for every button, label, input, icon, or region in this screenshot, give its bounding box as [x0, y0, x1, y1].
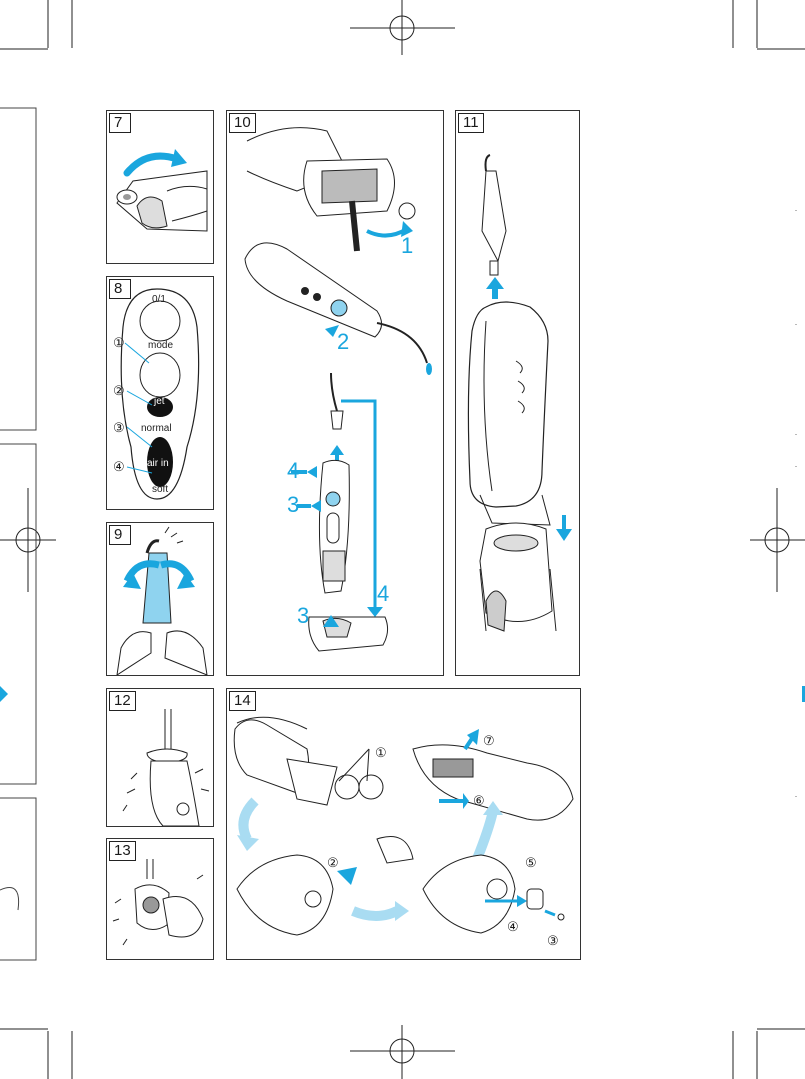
step-label-2: 2 — [337, 329, 349, 355]
soft-label: soft — [152, 484, 168, 495]
callout-5: ⑤ — [525, 855, 537, 871]
panel-13: 13 — [106, 838, 214, 960]
callout-2: ② — [113, 383, 125, 399]
callout-4: ④ — [113, 459, 125, 475]
mode-button-label: mode — [148, 340, 173, 351]
step-label-4-lower: 4 — [377, 581, 389, 607]
air-in-button-label: air in — [147, 458, 169, 469]
callout-3: ③ — [113, 420, 125, 436]
callout-4: ④ — [507, 919, 519, 935]
illustration-wash-device — [107, 839, 213, 959]
illustration-disassembly — [227, 689, 580, 959]
jet-button-label: jet — [154, 396, 165, 407]
panel-8: 8 0/1 mode jet normal air in soft ① ② ③ … — [106, 276, 214, 510]
svg-text:-: - — [795, 208, 797, 214]
callout-2: ② — [327, 855, 339, 871]
illustration-attach-nozzle — [107, 523, 213, 675]
callout-3: ③ — [547, 933, 559, 949]
callout-1: ① — [375, 745, 387, 761]
svg-text:-: - — [795, 794, 797, 800]
svg-text:-: - — [795, 322, 797, 328]
illustration-open-cap — [107, 111, 213, 263]
power-button-label: 0/1 — [152, 294, 166, 305]
illustration-rinse-nozzle — [107, 689, 213, 826]
illustration-tank-and-charger — [227, 111, 443, 675]
callout-1: ① — [113, 335, 125, 351]
panel-14: 14 ① ② ③ ④ — [226, 688, 581, 960]
svg-text:-: - — [795, 432, 797, 438]
illustration-storage-case — [456, 111, 579, 675]
step-label-3-lower: 3 — [297, 603, 309, 629]
panel-7: 7 — [106, 110, 214, 264]
panel-9: 9 — [106, 522, 214, 676]
svg-text:-: - — [795, 464, 797, 470]
callout-7: ⑦ — [483, 733, 495, 749]
normal-label: normal — [141, 423, 172, 434]
callout-6: ⑥ — [473, 793, 485, 809]
panel-12: 12 — [106, 688, 214, 827]
step-label-1: 1 — [401, 233, 413, 259]
step-label-3-upper: 3 — [287, 492, 299, 518]
step-label-4-upper: 4 — [287, 458, 299, 484]
panel-11: 11 — [455, 110, 580, 676]
panel-10: 10 1 2 4 — [226, 110, 444, 676]
